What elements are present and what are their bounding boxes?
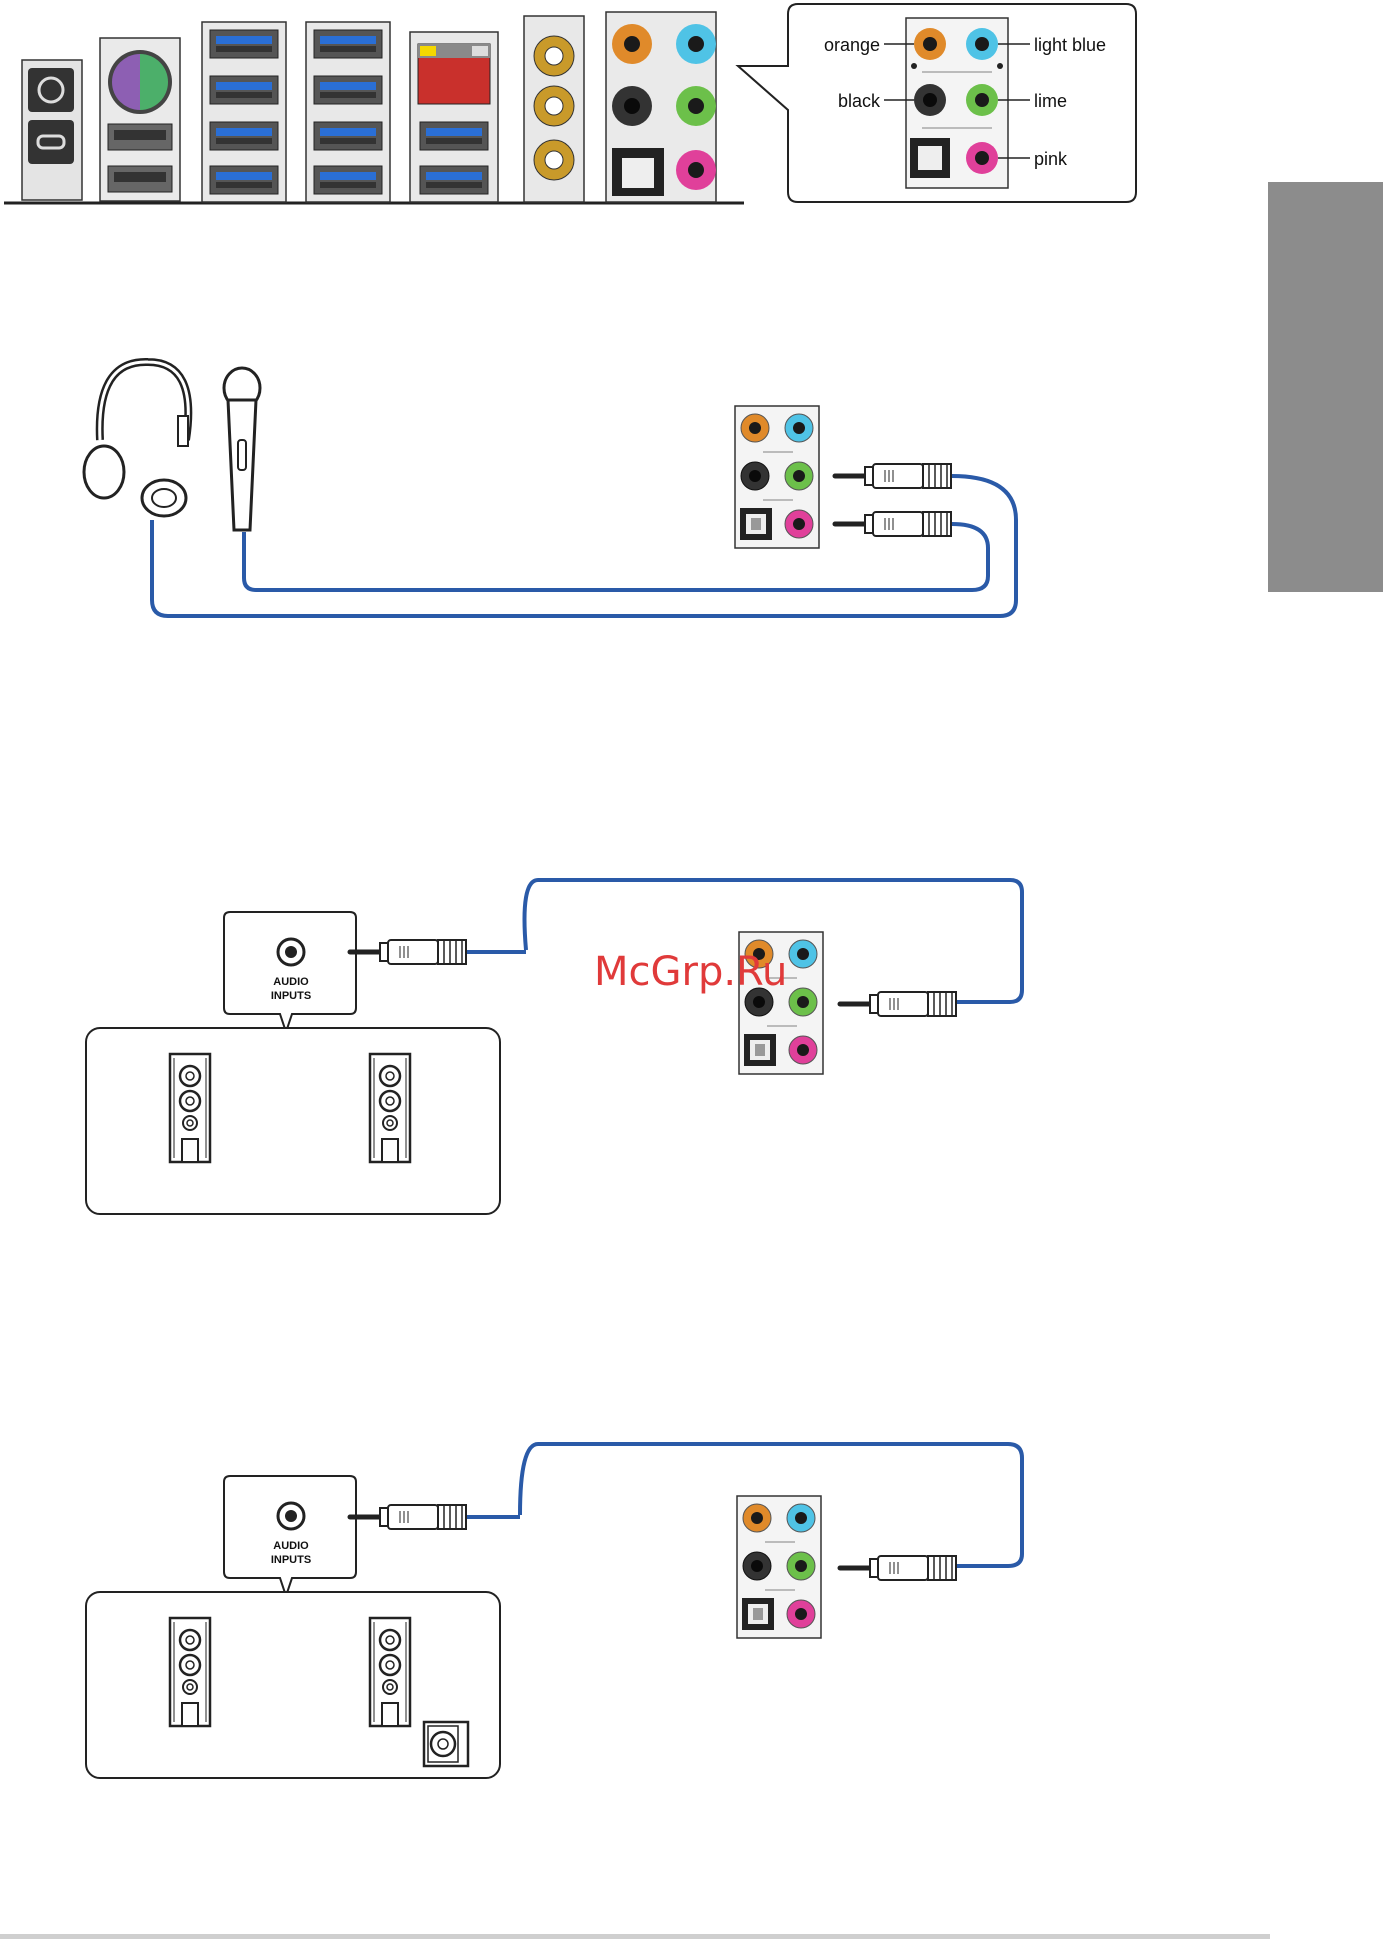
audio-inputs-label-2: INPUTS bbox=[271, 990, 311, 1002]
subwoofer-icon bbox=[424, 1722, 468, 1766]
legend-pink-label: pink bbox=[1034, 149, 1068, 169]
clear-cmos-bios-buttons bbox=[22, 60, 82, 200]
speaker-input-plug bbox=[350, 940, 466, 964]
legend-light-blue-label: light blue bbox=[1034, 35, 1106, 55]
speaker-box bbox=[86, 1028, 500, 1214]
legend-lime-label: lime bbox=[1034, 91, 1067, 111]
speaker-right-icon bbox=[370, 1618, 410, 1726]
audio-inputs-label-2: INPUTS bbox=[271, 1554, 311, 1566]
speaker-subwoofer-diagram: AUDIO INPUTS bbox=[86, 1444, 1022, 1778]
chapter-side-tab bbox=[1268, 182, 1383, 592]
speaker-input-plug bbox=[350, 1505, 466, 1529]
stereo-speaker-diagram: AUDIO INPUTS McGrp.Ru bbox=[86, 880, 1022, 1214]
rear-io-panel bbox=[4, 12, 744, 203]
panel-plug bbox=[840, 992, 956, 1016]
legend-orange-label: orange bbox=[824, 35, 880, 55]
bottom-rule bbox=[0, 1934, 1270, 1939]
headphone-icon bbox=[84, 362, 188, 516]
jack-color-legend: orange light blue black lime pink bbox=[738, 4, 1136, 202]
audio-ports-block bbox=[606, 12, 716, 202]
usb3-block-2 bbox=[306, 22, 390, 202]
audio-jack-panel bbox=[735, 406, 819, 548]
speaker-left-icon bbox=[170, 1618, 210, 1726]
audio-inputs-label-1: AUDIO bbox=[273, 1540, 309, 1552]
audio-inputs-callout: AUDIO INPUTS bbox=[224, 1476, 356, 1596]
audio-inputs-callout: AUDIO INPUTS bbox=[224, 912, 356, 1032]
headphone-cable bbox=[152, 476, 1016, 616]
mic-plug bbox=[835, 512, 951, 536]
ps2-usb-block bbox=[100, 38, 180, 201]
audio-jack-panel bbox=[737, 1496, 821, 1638]
watermark: McGrp.Ru bbox=[594, 949, 787, 995]
legend-black-label: black bbox=[838, 91, 881, 111]
wifi-antenna-block bbox=[524, 16, 584, 202]
usb3-block-1 bbox=[202, 22, 286, 202]
audio-inputs-label-1: AUDIO bbox=[273, 976, 309, 988]
headphone-plug bbox=[835, 464, 951, 488]
speaker-left-icon bbox=[170, 1054, 210, 1162]
panel-plug bbox=[840, 1556, 956, 1580]
microphone-icon bbox=[224, 368, 260, 530]
speaker-right-icon bbox=[370, 1054, 410, 1162]
headphone-mic-diagram bbox=[84, 362, 1016, 616]
lan-usb-block bbox=[410, 32, 498, 202]
